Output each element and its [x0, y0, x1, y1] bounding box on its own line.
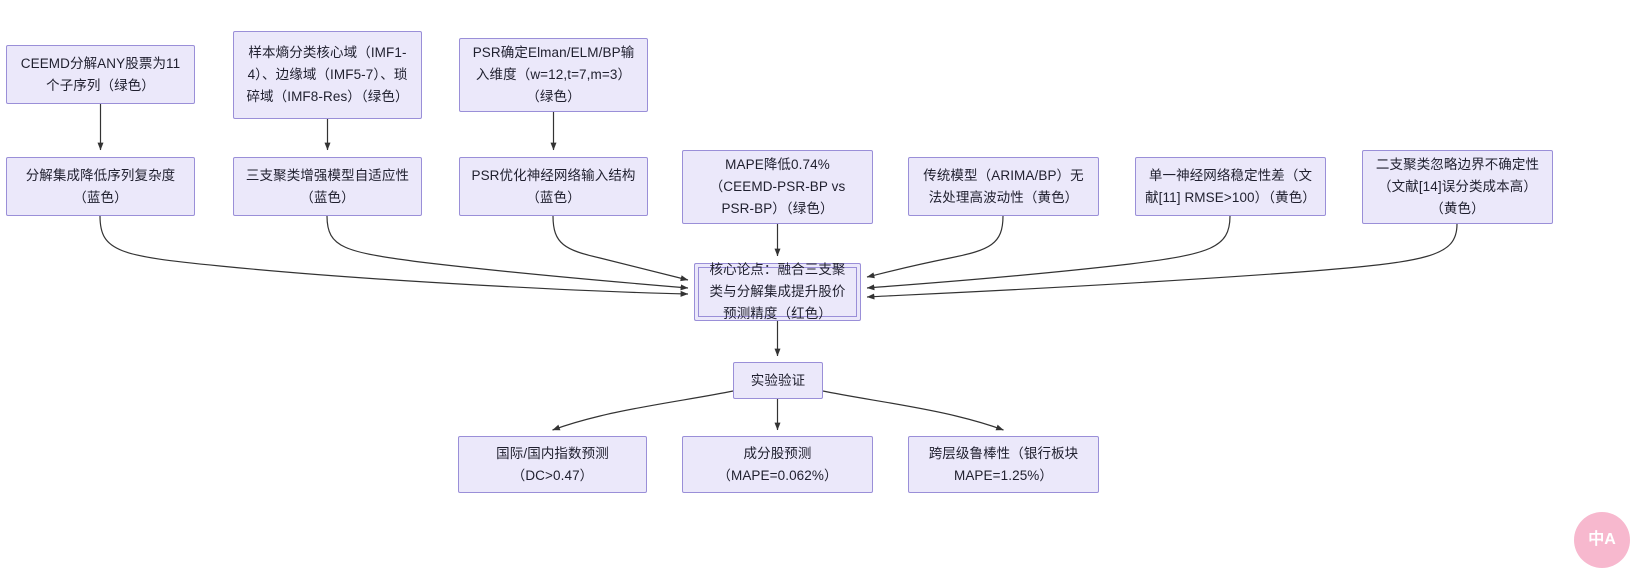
node-psr-input-dimension[interactable]: PSR确定Elman/ELM/BP输入维度（w=12,t=7,m=3）（绿色） [459, 38, 648, 112]
node-label: 二支聚类忽略边界不确定性（文献[14]误分类成本高）（黄色） [1375, 157, 1540, 216]
edge-experiment-to-robust [822, 390, 1004, 431]
node-label: 核心论点：融合三支聚类与分解集成提升股价预测精度（红色） [709, 262, 846, 321]
edge-structure-to-core [552, 215, 689, 282]
edge-adaptive-to-core [326, 215, 689, 291]
node-cross-level-robustness-result[interactable]: 跨层级鲁棒性（银行板块MAPE=1.25%） [908, 436, 1099, 493]
node-component-stock-result[interactable]: 成分股预测（MAPE=0.062%） [682, 436, 873, 493]
node-sample-entropy-classification[interactable]: 样本熵分类核心域（IMF1-4）、边缘域（IMF5-7）、琐碎域（IMF8-Re… [233, 31, 422, 119]
node-psr-optimize-network-structure[interactable]: PSR优化神经网络输入结构（蓝色） [459, 157, 648, 216]
node-label: 单一神经网络稳定性差（文献[11] RMSE>100）（黄色） [1145, 167, 1316, 205]
edge-singlenn-to-core [866, 215, 1231, 291]
node-core-claim[interactable]: 核心论点：融合三支聚类与分解集成提升股价预测精度（红色） [694, 262, 861, 321]
node-index-prediction-result[interactable]: 国际/国内指数预测（DC>0.47） [458, 436, 647, 493]
node-mape-reduction[interactable]: MAPE降低0.74%（CEEMD-PSR-BP vs PSR-BP）（绿色） [682, 150, 873, 224]
watermark-badge: 中A [1574, 512, 1630, 568]
node-label: 样本熵分类核心域（IMF1-4）、边缘域（IMF5-7）、琐碎域（IMF8-Re… [246, 45, 409, 104]
edge-complexity-to-core [99, 215, 689, 297]
node-label: 分解集成降低序列复杂度（蓝色） [25, 167, 176, 205]
node-label: MAPE降低0.74%（CEEMD-PSR-BP vs PSR-BP）（绿色） [709, 157, 846, 216]
node-label: 成分股预测（MAPE=0.062%） [717, 445, 838, 483]
node-label: 实验验证 [750, 372, 806, 388]
node-three-way-clustering-adaptivity[interactable]: 三支聚类增强模型自适应性（蓝色） [233, 157, 422, 216]
node-two-way-clustering-gap[interactable]: 二支聚类忽略边界不确定性（文献[14]误分类成本高）（黄色） [1362, 150, 1553, 224]
edge-experiment-to-index [552, 390, 734, 431]
node-traditional-model-gap[interactable]: 传统模型（ARIMA/BP）无法处理高波动性（黄色） [908, 157, 1099, 216]
edge-twoway-to-core [866, 223, 1458, 300]
watermark-text: 中A [1588, 530, 1616, 548]
node-label: PSR优化神经网络输入结构（蓝色） [471, 167, 636, 205]
node-reduce-sequence-complexity[interactable]: 分解集成降低序列复杂度（蓝色） [6, 157, 195, 216]
node-ceemd-decomposition[interactable]: CEEMD分解ANY股票为11个子序列（绿色） [6, 45, 195, 104]
node-label: 国际/国内指数预测（DC>0.47） [496, 445, 609, 483]
node-label: 跨层级鲁棒性（银行板块MAPE=1.25%） [928, 445, 1079, 483]
node-experimental-validation[interactable]: 实验验证 [733, 362, 823, 399]
node-label: CEEMD分解ANY股票为11个子序列（绿色） [20, 55, 181, 93]
node-label: 三支聚类增强模型自适应性（蓝色） [245, 167, 410, 205]
edge-arima-to-core [866, 215, 1004, 279]
node-label: 传统模型（ARIMA/BP）无法处理高波动性（黄色） [923, 167, 1084, 205]
node-single-network-stability-gap[interactable]: 单一神经网络稳定性差（文献[11] RMSE>100）（黄色） [1135, 157, 1326, 216]
node-label: PSR确定Elman/ELM/BP输入维度（w=12,t=7,m=3）（绿色） [472, 45, 635, 104]
